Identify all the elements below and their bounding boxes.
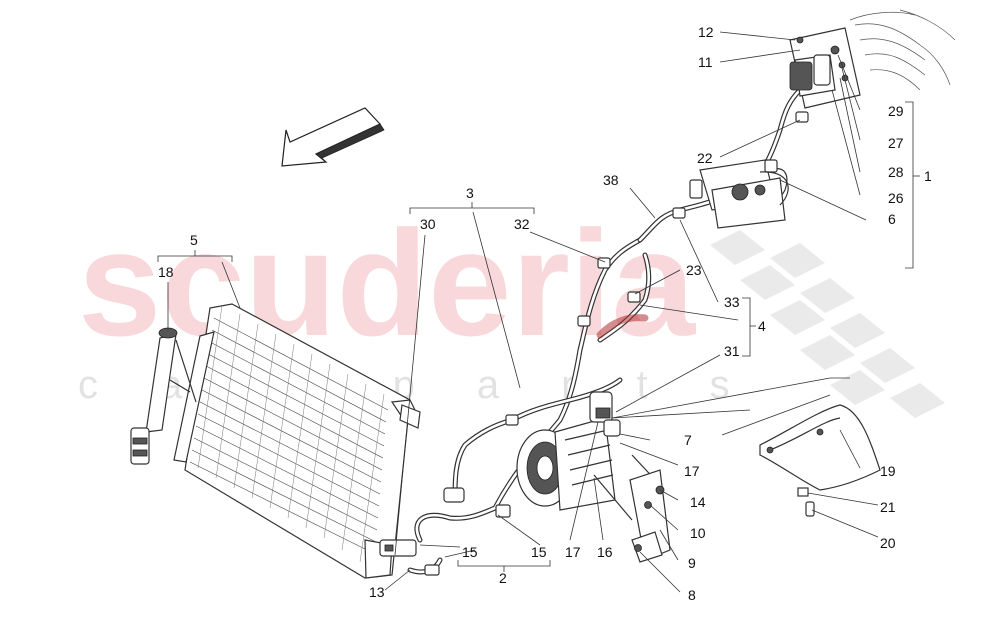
- callout-6: 6: [888, 211, 896, 227]
- callout-32: 32: [514, 216, 530, 232]
- callout-11: 11: [698, 54, 713, 70]
- callout-38: 38: [603, 172, 619, 188]
- evaporator-connection-block: [689, 159, 789, 229]
- checkered-flag-watermark: [710, 230, 945, 418]
- callout-18: 18: [158, 264, 174, 280]
- callout-3: 3: [466, 185, 474, 201]
- callout-23: 23: [686, 262, 702, 278]
- callout-15b: 15: [462, 544, 478, 560]
- group-brackets: [157, 101, 920, 572]
- callout-21: 21: [880, 499, 896, 515]
- direction-arrow-icon: [281, 107, 385, 167]
- callout-12: 12: [698, 24, 714, 40]
- callout-20: 20: [880, 535, 896, 551]
- callout-5: 5: [190, 232, 198, 248]
- callout-29: 29: [888, 103, 904, 119]
- callout-22: 22: [697, 150, 713, 166]
- callout-16: 16: [597, 544, 613, 560]
- mounting-hardware: [593, 454, 671, 563]
- callout-1: 1: [924, 168, 932, 184]
- callout-labels: 12 11 29 27 28 26 1 6 22 38 3 30 32 5 18…: [158, 24, 932, 603]
- callout-9: 9: [688, 555, 696, 571]
- callout-17a: 17: [684, 463, 700, 479]
- callout-26: 26: [888, 190, 904, 206]
- callout-31: 31: [724, 343, 740, 359]
- callout-19: 19: [880, 463, 896, 479]
- watermark-brand: scuderia: [78, 199, 697, 367]
- condenser: [184, 303, 421, 579]
- callout-10: 10: [690, 525, 706, 541]
- callout-28: 28: [888, 164, 904, 180]
- callout-27: 27: [888, 135, 904, 151]
- callout-13: 13: [369, 584, 385, 600]
- receiver-drier: [130, 327, 215, 465]
- heat-shield: [759, 404, 881, 517]
- callout-30: 30: [420, 216, 436, 232]
- callout-17b: 17: [565, 544, 581, 560]
- expansion-valve: [789, 9, 956, 123]
- callout-4: 4: [758, 318, 766, 334]
- line-fittings: [379, 207, 686, 576]
- watermark: scuderia car parts: [78, 199, 945, 418]
- callout-7: 7: [684, 432, 692, 448]
- callout-33: 33: [724, 294, 740, 310]
- compressor: [516, 391, 621, 511]
- callout-15c: 15: [531, 544, 547, 560]
- callout-8: 8: [688, 587, 696, 603]
- callout-14: 14: [690, 494, 706, 510]
- callout-2: 2: [499, 570, 507, 586]
- leader-lines: [167, 31, 879, 593]
